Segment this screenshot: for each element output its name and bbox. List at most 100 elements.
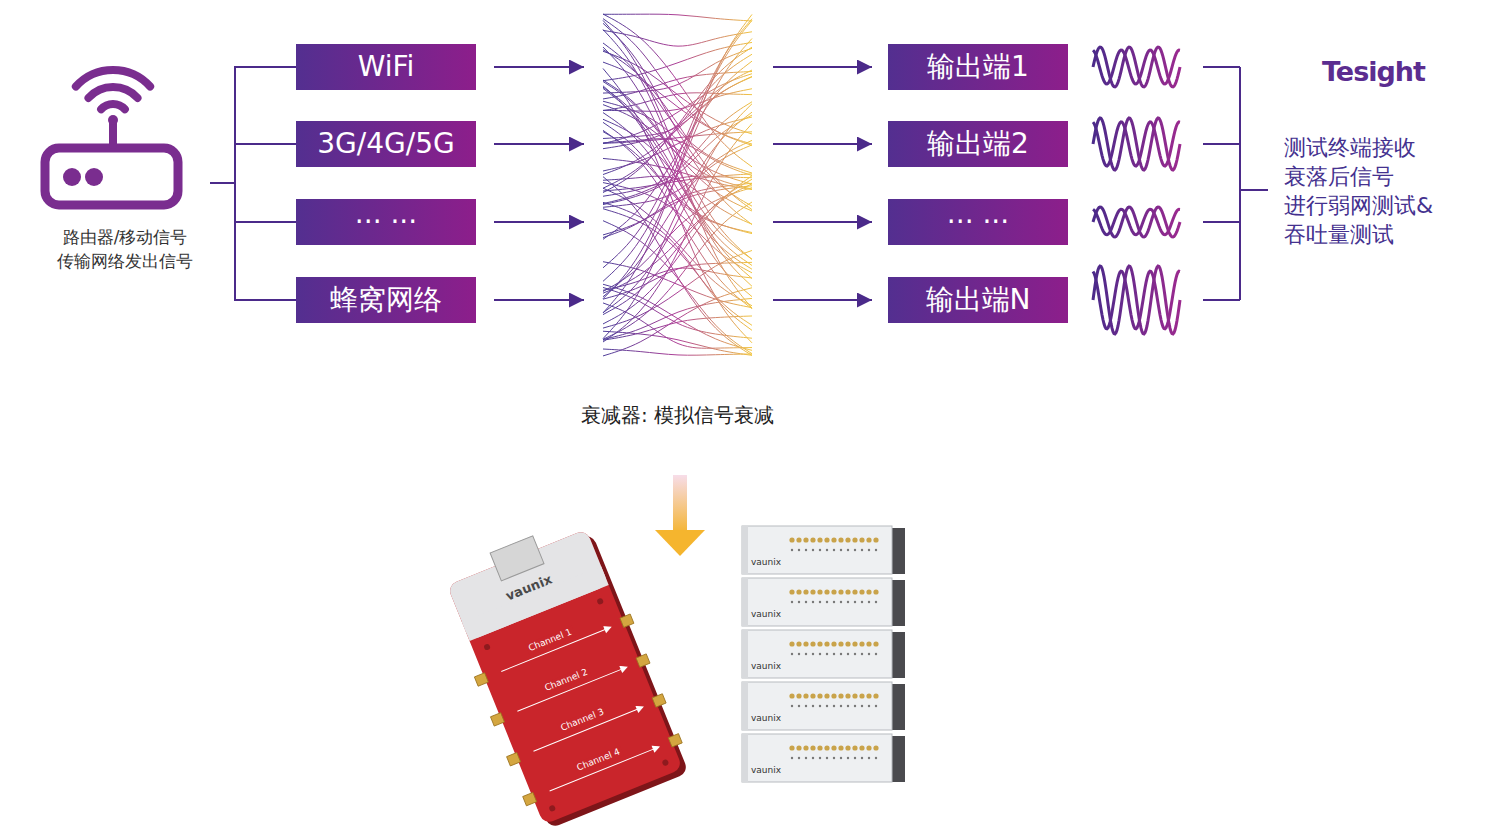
matrix-line bbox=[603, 14, 752, 21]
matrix-line bbox=[603, 105, 752, 184]
router-light bbox=[63, 168, 81, 186]
indicator-dot bbox=[840, 549, 842, 551]
sma-connector bbox=[636, 654, 650, 667]
text-line: 传输网络发出信号 bbox=[40, 249, 210, 273]
indicator-dot bbox=[854, 705, 856, 707]
indicator-dot bbox=[875, 601, 877, 603]
box-label: WiFi bbox=[358, 50, 415, 84]
indicator-dot bbox=[791, 705, 793, 707]
device-brand: vaunix bbox=[751, 557, 781, 568]
matrix-line bbox=[603, 50, 752, 210]
indicator-dot bbox=[791, 653, 793, 655]
signal-wave bbox=[1093, 47, 1180, 87]
sma-connector bbox=[796, 589, 801, 594]
matrix-line bbox=[603, 209, 752, 326]
sma-connector bbox=[866, 537, 871, 542]
sma-connector bbox=[845, 537, 850, 542]
device-brand: vaunix bbox=[751, 609, 781, 620]
matrix-line bbox=[603, 102, 752, 196]
sma-connector bbox=[810, 589, 815, 594]
matrix-line bbox=[603, 262, 752, 299]
sma-connector bbox=[866, 693, 871, 698]
matrix-line bbox=[603, 30, 752, 46]
sma-connector bbox=[817, 537, 822, 542]
sma-connector bbox=[789, 693, 794, 698]
matrix-line bbox=[603, 29, 752, 308]
box-label: 输出端2 bbox=[927, 127, 1029, 161]
output-box: 输出端N bbox=[888, 277, 1068, 323]
sma-connector bbox=[507, 753, 521, 766]
matrix-line bbox=[603, 23, 752, 206]
sma-connector bbox=[873, 693, 878, 698]
wifi-arc bbox=[101, 104, 125, 109]
matrix-line bbox=[603, 14, 752, 313]
indicator-dot bbox=[840, 705, 842, 707]
indicator-dot bbox=[805, 653, 807, 655]
node-caption: 衰减器: 模拟信号衰减 bbox=[581, 402, 774, 429]
signal-wave bbox=[1093, 271, 1180, 329]
screw bbox=[548, 804, 556, 812]
indicator-dot bbox=[805, 757, 807, 759]
sma-connector bbox=[831, 589, 836, 594]
sma-connector bbox=[824, 641, 829, 646]
matrix-line bbox=[603, 47, 752, 192]
down-arrow-head bbox=[655, 530, 705, 556]
sma-connector bbox=[838, 641, 843, 646]
rack-unit bbox=[742, 682, 905, 730]
indicator-dot bbox=[819, 653, 821, 655]
indicator-dot bbox=[819, 757, 821, 759]
sma-connector bbox=[838, 693, 843, 698]
signal-wave bbox=[1093, 50, 1180, 84]
bracket-connector bbox=[210, 183, 296, 300]
rack-front bbox=[742, 682, 892, 730]
indicator-dot bbox=[840, 601, 842, 603]
sma-connector bbox=[852, 693, 857, 698]
indicator-dot bbox=[833, 549, 835, 551]
merge-bracket bbox=[1203, 67, 1268, 300]
router-antenna bbox=[109, 123, 117, 145]
matrix-line bbox=[603, 177, 752, 356]
matrix-line bbox=[603, 176, 752, 224]
sma-connector bbox=[490, 713, 504, 726]
arrow-connector bbox=[773, 66, 872, 68]
signal-wave bbox=[1093, 122, 1180, 166]
indicator-dot bbox=[798, 549, 800, 551]
signal-wave bbox=[1093, 118, 1180, 170]
device-brand: vaunix bbox=[751, 713, 781, 724]
sma-connector bbox=[817, 693, 822, 698]
sma-connector bbox=[824, 537, 829, 542]
matrix-line bbox=[603, 61, 752, 239]
sma-connector bbox=[796, 641, 801, 646]
indicator-dot bbox=[861, 653, 863, 655]
rack-ear bbox=[742, 526, 748, 574]
signal-wave bbox=[1093, 266, 1180, 334]
channel-arrow bbox=[620, 664, 628, 672]
box-label: ··· ··· bbox=[947, 205, 1009, 239]
output-box: 输出端2 bbox=[888, 121, 1068, 167]
arrow-connector bbox=[494, 221, 584, 223]
matrix-line bbox=[603, 68, 752, 342]
box-label: 输出端N bbox=[926, 283, 1031, 317]
indicator-dot bbox=[875, 757, 877, 759]
indicator-dot bbox=[840, 757, 842, 759]
text-line: 衰落后信号 bbox=[1284, 162, 1433, 191]
matrix-line bbox=[603, 183, 752, 237]
usb-port bbox=[490, 536, 544, 581]
sma-connector bbox=[859, 693, 864, 698]
sma-connector bbox=[866, 745, 871, 750]
indicator-dot bbox=[847, 601, 849, 603]
rack-front bbox=[742, 734, 892, 782]
arrow-connector bbox=[773, 143, 872, 145]
sma-connector bbox=[873, 745, 878, 750]
arrow-connector bbox=[494, 299, 584, 301]
indicator-dot bbox=[812, 601, 814, 603]
indicator-dot bbox=[833, 757, 835, 759]
bracket-connector bbox=[210, 183, 296, 222]
indicator-dot bbox=[861, 757, 863, 759]
sma-connector bbox=[803, 745, 808, 750]
indicator-dot bbox=[812, 653, 814, 655]
rack-ear bbox=[742, 734, 748, 782]
sma-connector bbox=[803, 589, 808, 594]
sma-connector bbox=[796, 537, 801, 542]
sma-connector bbox=[873, 589, 878, 594]
